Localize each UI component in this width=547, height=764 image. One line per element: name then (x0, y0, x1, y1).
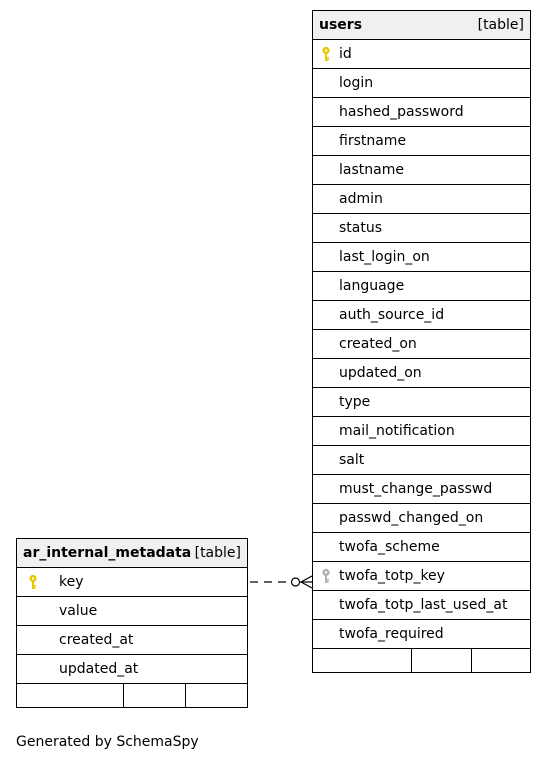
ar-internal-metadata-columns: key value created_at updated_at (17, 568, 247, 684)
column-name: salt (339, 452, 365, 468)
column-icon-slot (313, 504, 339, 532)
column-row[interactable]: passwd_changed_on (313, 504, 530, 533)
users-columns: id login hashed_password firstname lastname a… (313, 40, 530, 649)
column-name: mail_notification (339, 423, 455, 439)
column-row[interactable]: type (313, 388, 530, 417)
column-name: created_on (339, 336, 417, 352)
column-icon-slot (17, 655, 49, 683)
column-row[interactable]: twofa_required (313, 620, 530, 649)
column-row[interactable]: created_at (17, 626, 247, 655)
column-icon-slot (313, 214, 339, 242)
column-icon-slot (313, 359, 339, 387)
column-row[interactable]: key (17, 568, 247, 597)
column-name: updated_at (59, 661, 139, 677)
footer-cell (313, 649, 412, 672)
crow-foot-icon (300, 581, 313, 589)
zero-cardinality-icon (290, 577, 301, 587)
foreign-key-icon (313, 562, 339, 590)
table-kind: [table] (477, 17, 524, 33)
column-name: created_at (59, 632, 134, 648)
column-row[interactable]: must_change_passwd (313, 475, 530, 504)
column-icon-slot (313, 301, 339, 329)
column-name: twofa_required (339, 626, 444, 642)
column-row[interactable]: language (313, 272, 530, 301)
column-icon-slot (313, 330, 339, 358)
column-icon-slot (313, 272, 339, 300)
column-name: updated_on (339, 365, 422, 381)
ar-internal-metadata-table[interactable]: ar_internal_metadata [table] key value cre… (16, 538, 248, 708)
column-name: key (59, 574, 84, 590)
column-name: language (339, 278, 405, 294)
column-row[interactable]: updated_on (313, 359, 530, 388)
column-row[interactable]: twofa_scheme (313, 533, 530, 562)
column-icon-slot (313, 417, 339, 445)
column-name: auth_source_id (339, 307, 445, 323)
column-row[interactable]: admin (313, 185, 530, 214)
column-name: must_change_passwd (339, 481, 493, 497)
column-name: login (339, 75, 374, 91)
column-name: status (339, 220, 383, 236)
column-name: hashed_password (339, 104, 464, 120)
footer-cell (124, 684, 186, 707)
column-icon-slot (313, 446, 339, 474)
column-name: value (59, 603, 98, 619)
users-table-header: users [table] (313, 11, 530, 40)
column-name: twofa_totp_last_used_at (339, 597, 508, 613)
generated-by-label: Generated by SchemaSpy (16, 734, 199, 750)
column-name: admin (339, 191, 383, 207)
column-row[interactable]: last_login_on (313, 243, 530, 272)
column-icon-slot (313, 388, 339, 416)
column-row[interactable]: lastname (313, 156, 530, 185)
column-name: twofa_totp_key (339, 568, 445, 584)
column-row[interactable]: hashed_password (313, 98, 530, 127)
column-row[interactable]: salt (313, 446, 530, 475)
column-icon-slot (313, 98, 339, 126)
footer-cell (472, 649, 530, 672)
column-icon-slot (313, 185, 339, 213)
ar-internal-metadata-table-header: ar_internal_metadata [table] (17, 539, 247, 568)
crow-foot-icon (300, 575, 313, 583)
column-row[interactable]: id (313, 40, 530, 69)
column-row[interactable]: login (313, 69, 530, 98)
column-name: firstname (339, 133, 407, 149)
column-icon-slot (313, 156, 339, 184)
table-name: users (319, 17, 363, 33)
column-icon-slot (313, 127, 339, 155)
column-icon-slot (313, 475, 339, 503)
column-name: last_login_on (339, 249, 430, 265)
table-name: ar_internal_metadata (23, 545, 192, 561)
column-row[interactable]: mail_notification (313, 417, 530, 446)
column-row[interactable]: twofa_totp_key (313, 562, 530, 591)
users-table-footer (313, 649, 530, 672)
ar-internal-metadata-table-footer (17, 684, 247, 707)
column-icon-slot (313, 591, 339, 619)
primary-key-icon (313, 40, 339, 68)
column-icon-slot (17, 626, 49, 654)
column-icon-slot (17, 597, 49, 625)
column-name: id (339, 46, 352, 62)
column-row[interactable]: auth_source_id (313, 301, 530, 330)
column-icon-slot (313, 243, 339, 271)
column-name: type (339, 394, 371, 410)
column-row[interactable]: twofa_totp_last_used_at (313, 591, 530, 620)
column-row[interactable]: created_on (313, 330, 530, 359)
footer-cell (186, 684, 247, 707)
footer-cell (412, 649, 472, 672)
column-row[interactable]: value (17, 597, 247, 626)
column-icon-slot (313, 69, 339, 97)
table-kind: [table] (194, 545, 241, 561)
column-row[interactable]: firstname (313, 127, 530, 156)
column-name: twofa_scheme (339, 539, 440, 555)
column-name: passwd_changed_on (339, 510, 484, 526)
primary-key-icon (17, 568, 49, 596)
column-row[interactable]: updated_at (17, 655, 247, 684)
column-name: lastname (339, 162, 404, 178)
column-icon-slot (313, 620, 339, 648)
column-row[interactable]: status (313, 214, 530, 243)
column-icon-slot (313, 533, 339, 561)
footer-cell (17, 684, 124, 707)
